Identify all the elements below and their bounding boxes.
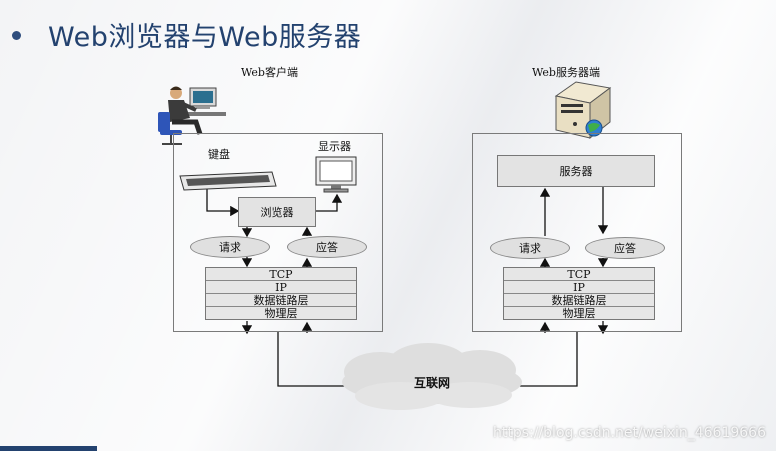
server-request-oval: 请求 — [490, 237, 570, 259]
browser-box: 浏览器 — [238, 197, 316, 227]
client-layer-ip: IP — [206, 281, 356, 294]
keyboard-label: 键盘 — [208, 148, 230, 161]
client-protocol-stack: TCP IP 数据链路层 物理层 — [205, 267, 357, 320]
client-layer-tcp: TCP — [206, 268, 356, 281]
keyboard-icon — [179, 171, 277, 191]
server-panel — [472, 133, 682, 332]
display-label: 显示器 — [318, 140, 351, 153]
server-layer-ip: IP — [504, 281, 654, 294]
client-panel — [173, 133, 383, 332]
title-bullet — [12, 31, 21, 40]
client-response-oval: 应答 — [287, 236, 367, 258]
server-protocol-stack: TCP IP 数据链路层 物理层 — [503, 267, 655, 320]
client-request-oval: 请求 — [190, 236, 270, 258]
bottom-accent-bar — [0, 446, 97, 451]
client-layer-physical: 物理层 — [264, 307, 298, 320]
server-layer-tcp: TCP — [504, 268, 654, 281]
internet-label: 互联网 — [414, 376, 451, 390]
server-layer-datalink: 数据链路层 — [504, 294, 654, 307]
client-layer-datalink: 数据链路层 — [206, 294, 356, 307]
server-layer-physical: 物理层 — [562, 307, 596, 320]
client-caption: Web客户端 — [241, 66, 298, 79]
watermark-text: https://blog.csdn.net/weixin_46619666 — [492, 425, 766, 441]
server-response-oval: 应答 — [585, 237, 665, 259]
monitor-icon — [315, 156, 357, 193]
server-tower-icon — [554, 81, 612, 140]
slide-title: Web浏览器与Web服务器 — [48, 22, 362, 53]
user-at-computer-icon — [158, 86, 226, 145]
server-box: 服务器 — [497, 155, 655, 187]
server-caption: Web服务器端 — [532, 66, 600, 79]
internet-cloud-icon — [342, 343, 522, 410]
